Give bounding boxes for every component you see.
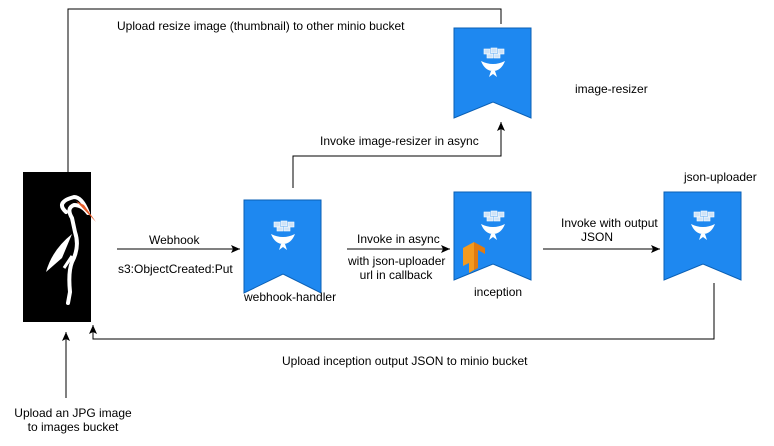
json-uploader-function: [663, 191, 742, 281]
upload-jpg-label: Upload an JPG image to images bucket: [14, 406, 132, 434]
upload-resize-label: Upload resize image (thumbnail) to other…: [117, 19, 405, 33]
minio-box: [23, 172, 96, 322]
invoke-output-line-2: JSON: [581, 230, 614, 244]
callback-label-line-2: url in callback: [359, 268, 433, 282]
invoke-output-label: Invoke with output JSON: [561, 216, 658, 244]
callback-label: with json-uploader url in callback: [348, 254, 446, 282]
upload-jpg-line-1: Upload an JPG image: [14, 406, 132, 420]
webhook-handler-function: [243, 199, 322, 294]
inception-label: inception: [474, 285, 523, 299]
tensorflow-icon: [463, 242, 485, 273]
invoke-resizer-label: Invoke image-resizer in async: [320, 134, 479, 148]
arrow-upload-resize: [64, 8, 502, 182]
arrow-upload-inception: [89, 283, 715, 340]
upload-inception-label: Upload inception output JSON to minio bu…: [282, 354, 528, 368]
image-resizer-label: image-resizer: [575, 82, 648, 96]
minio-flamingo-logo: [46, 195, 96, 305]
inception-function: [453, 191, 532, 281]
invoke-output-line-1: Invoke with output: [561, 216, 658, 230]
arrow-invoke-resizer: [292, 122, 505, 188]
upload-jpg-line-2: to images bucket: [27, 420, 119, 434]
callback-label-line-1: with json-uploader: [348, 254, 446, 268]
webhook-label: Webhook: [149, 233, 200, 247]
image-resizer-function: [453, 27, 532, 119]
webhook-handler-label: webhook-handler: [244, 290, 337, 304]
s3-event-label: s3:ObjectCreated:Put: [118, 262, 233, 276]
arrows: [62, 8, 715, 398]
json-uploader-label: json-uploader: [684, 170, 757, 184]
invoke-async-label: Invoke in async: [357, 232, 440, 246]
